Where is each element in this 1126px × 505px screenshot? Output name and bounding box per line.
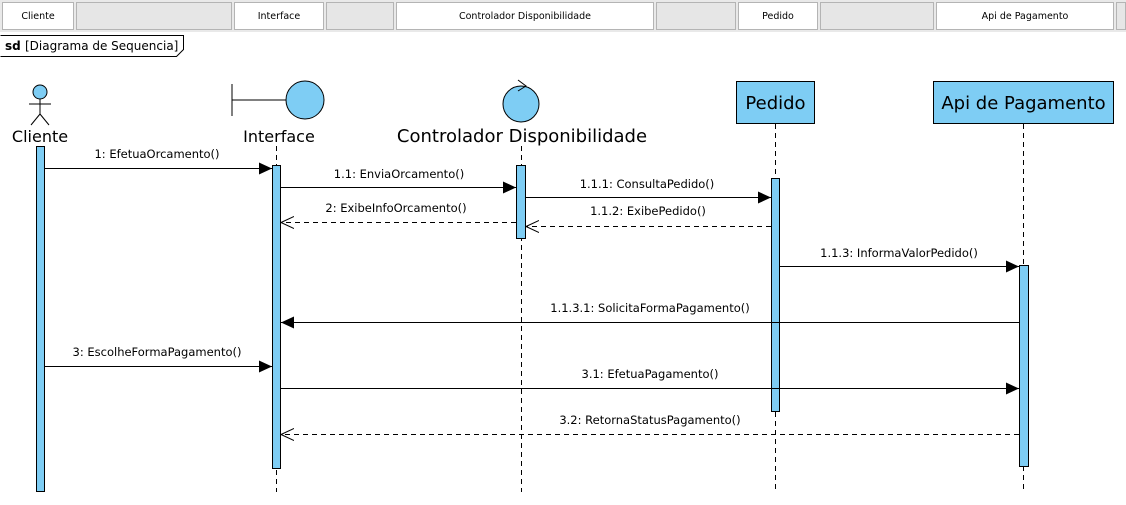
message-label: 3.2: RetornaStatusPagamento() [559,413,740,427]
message-labels: 1: EfetuaOrcamento() 1.1: EnviaOrcamento… [73,147,978,427]
boundary-icon[interactable] [231,80,325,120]
header-gap [326,2,394,30]
lifeline-label-controlador: Controlador Disponibilidade [397,126,647,147]
message-label: 1.1.3: InformaValorPedido() [820,246,978,260]
message-label: 3.1: EfetuaPagamento() [582,367,719,381]
messages [45,162,1019,435]
header-interface[interactable]: Interface [234,2,324,30]
header-label: Pedido [762,10,794,22]
frame-keyword: sd [5,39,21,53]
lifeline-label-cliente: Cliente [12,127,68,146]
message-label: 2: ExibeInfoOrcamento() [325,201,466,215]
header-pedido[interactable]: Pedido [738,2,818,30]
lifeline-label-api: Api de Pagamento [941,93,1105,114]
message-label: 1.1: EnviaOrcamento() [334,167,464,181]
activation-interface [272,165,281,469]
message-label: 1.1.2: ExibePedido() [590,204,706,218]
header-gap [76,2,232,30]
message-label: 1.1.1: ConsultaPedido() [580,177,715,191]
lifeline-label-pedido: Pedido [745,93,805,114]
activation-pedido [771,178,780,412]
header-api[interactable]: Api de Pagamento [936,2,1114,30]
activation-controlador [516,165,526,239]
actor-icon[interactable] [29,84,51,126]
header-controlador[interactable]: Controlador Disponibilidade [396,2,654,30]
header-gap [656,2,736,30]
header-label: Interface [257,10,301,22]
swimlane-header: Cliente Interface Controlador Disponibil… [0,0,1126,32]
frame-name: [Diagrama de Sequencia] [25,39,178,53]
message-label: 3: EscolheFormaPagamento() [73,345,242,359]
lifeline-head-pedido[interactable]: Pedido [736,81,815,124]
header-cliente[interactable]: Cliente [2,2,74,30]
frame-tab: sd [Diagrama de Sequencia] [0,35,184,57]
lifeline-lines [40,124,1024,492]
lifeline-head-api[interactable]: Api de Pagamento [933,81,1114,124]
lifeline-label-interface: Interface [243,127,315,146]
activation-bars [36,146,1029,492]
message-label: 1: EfetuaOrcamento() [94,147,219,161]
control-icon[interactable] [502,79,540,123]
header-label: Api de Pagamento [981,10,1069,22]
activation-cliente [36,146,45,492]
header-label: Cliente [21,10,55,22]
activation-api [1019,265,1029,467]
message-label: 1.1.3.1: SolicitaFormaPagamento() [550,301,749,315]
header-label: Controlador Disponibilidade [458,10,591,22]
header-gap [820,2,934,30]
